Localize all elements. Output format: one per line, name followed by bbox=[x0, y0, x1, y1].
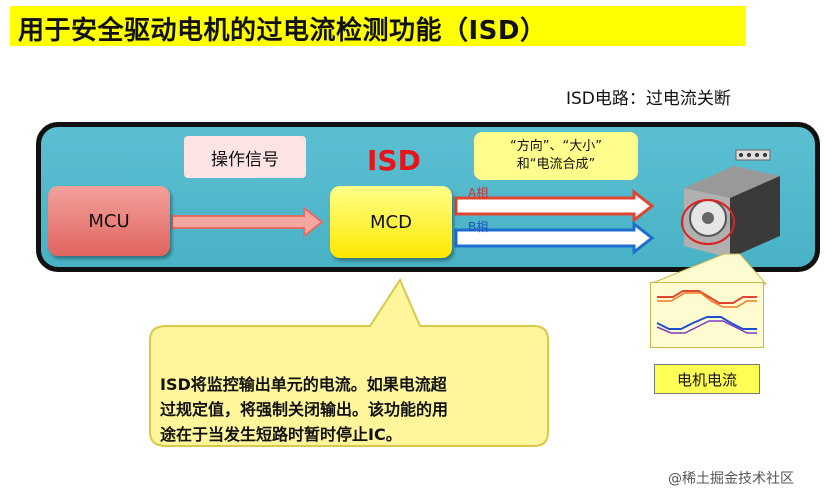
callout-line-1: ISD将监控输出单元的电流。如果电流超 bbox=[160, 375, 447, 394]
isd-callout bbox=[149, 277, 549, 447]
direction-note-line2: 和“电流合成” bbox=[516, 157, 596, 172]
motor-current-pointer bbox=[649, 253, 768, 285]
direction-note: “方向”、“大小” 和“电流合成” bbox=[474, 132, 638, 180]
current-waveform-graph bbox=[656, 290, 757, 334]
phase-a-label: A相 bbox=[468, 186, 489, 200]
phase-b-waveform-2 bbox=[656, 320, 757, 334]
mcd-block: MCD bbox=[330, 186, 452, 258]
phase-b-arrow bbox=[454, 220, 655, 256]
phase-a-waveform bbox=[657, 290, 757, 304]
stepper-motor-icon bbox=[681, 149, 780, 258]
title-bar bbox=[10, 6, 746, 46]
direction-note-line1: “方向”、“大小” bbox=[510, 139, 602, 154]
callout-text: ISD将监控输出单元的电流。如果电流超 过规定值，将强制关闭输出。该功能的用 途… bbox=[160, 372, 540, 447]
mcu-to-mcd-arrow bbox=[171, 205, 324, 239]
motor-current-label: 电机电流 bbox=[654, 364, 760, 394]
circuit-subtitle: ISD电路：过电流关断 bbox=[566, 89, 731, 109]
callout-line-2: 过规定值，将强制关闭输出。该功能的用 bbox=[160, 400, 449, 419]
mcu-block: MCU bbox=[48, 186, 170, 256]
callout-line-3: 途在于当发生短路时暂时停止IC。 bbox=[160, 425, 402, 444]
credit-text: @稀土掘金技术社区 bbox=[668, 471, 794, 487]
isd-label: ISD bbox=[367, 144, 421, 177]
phase-b-label: B相 bbox=[468, 220, 489, 234]
phase-b-waveform bbox=[656, 316, 757, 330]
current-waveform-box bbox=[650, 282, 764, 348]
phase-a-waveform-2 bbox=[657, 292, 757, 308]
phase-a-arrow bbox=[454, 188, 655, 224]
watermark-url: https://blog.csdn.net bbox=[198, 448, 530, 484]
operation-signal-label: 操作信号 bbox=[184, 136, 306, 178]
page-title: 用于安全驱动电机的过电流检测功能（ISD） bbox=[18, 16, 547, 46]
